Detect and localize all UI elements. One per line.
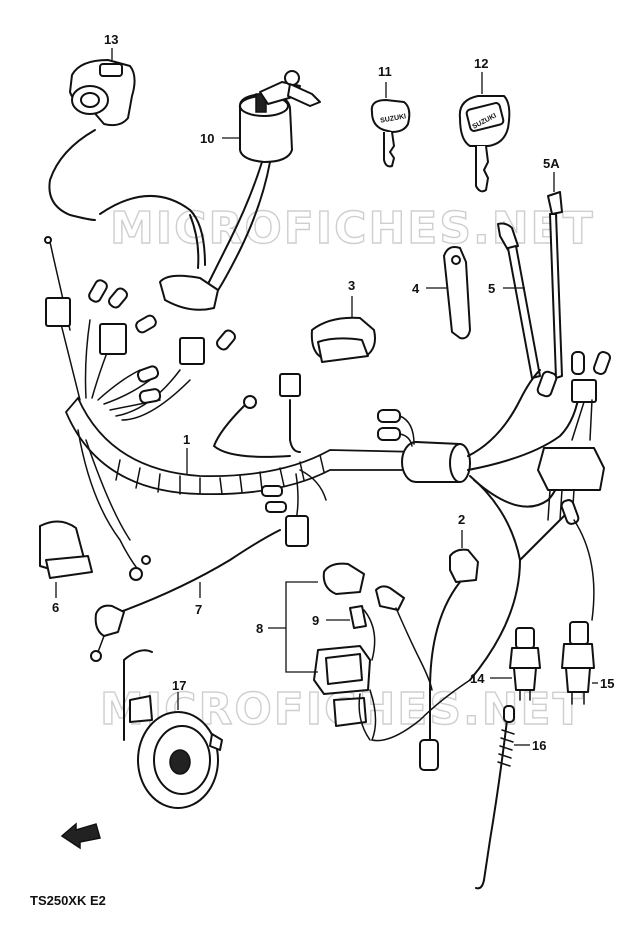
part-5-cable-tie	[497, 222, 541, 379]
callout-13: 13	[104, 32, 118, 47]
callout-5a: 5A	[543, 156, 560, 171]
part-7-ground-lead	[90, 529, 281, 662]
callout-4: 4	[412, 281, 420, 296]
part-12-key-blank: SUZUKI	[458, 95, 511, 193]
callout-6: 6	[52, 600, 59, 615]
callout-16: 16	[532, 738, 546, 753]
front-direction-arrow-icon	[60, 822, 101, 850]
part-6-harness-cover	[39, 520, 93, 579]
part-15-oil-level-switch	[561, 621, 595, 705]
part-3-connector-cover	[310, 316, 376, 363]
callout-11: 11	[378, 64, 392, 79]
part-5a-cable-tie	[547, 191, 563, 379]
callout-10: 10	[200, 131, 214, 146]
model-code: TS250XK E2	[30, 893, 106, 908]
callout-15: 15	[600, 676, 614, 691]
key-11-brand: SUZUKI	[380, 113, 407, 124]
callout-2: 2	[458, 512, 465, 527]
part-14-neutral-switch	[509, 627, 541, 701]
callout-9: 9	[312, 613, 319, 628]
part-4-harness-clamp	[443, 246, 471, 340]
callout-12: 12	[474, 56, 488, 71]
part-2-connector	[419, 548, 479, 771]
callout-5: 5	[488, 281, 495, 296]
callout-3: 3	[348, 278, 355, 293]
callout-17: 17	[172, 678, 186, 693]
callout-1: 1	[183, 432, 190, 447]
part-8-relay-assembly	[313, 562, 471, 742]
callout-14: 14	[470, 671, 485, 686]
part-13-handlebar-switch	[48, 59, 206, 269]
part-17-horn	[123, 649, 223, 809]
part-10-ignition-switch	[159, 70, 321, 311]
callout-7: 7	[195, 602, 202, 617]
watermark-top: MICROFICHES.NET	[110, 203, 595, 254]
part-1-main-wiring-harness	[44, 236, 581, 681]
callout-8: 8	[256, 621, 263, 636]
rear-harness-connectors	[536, 351, 611, 621]
part-11-ignition-key: SUZUKI	[370, 99, 411, 168]
part-16-switch-rod-spring	[475, 705, 515, 890]
